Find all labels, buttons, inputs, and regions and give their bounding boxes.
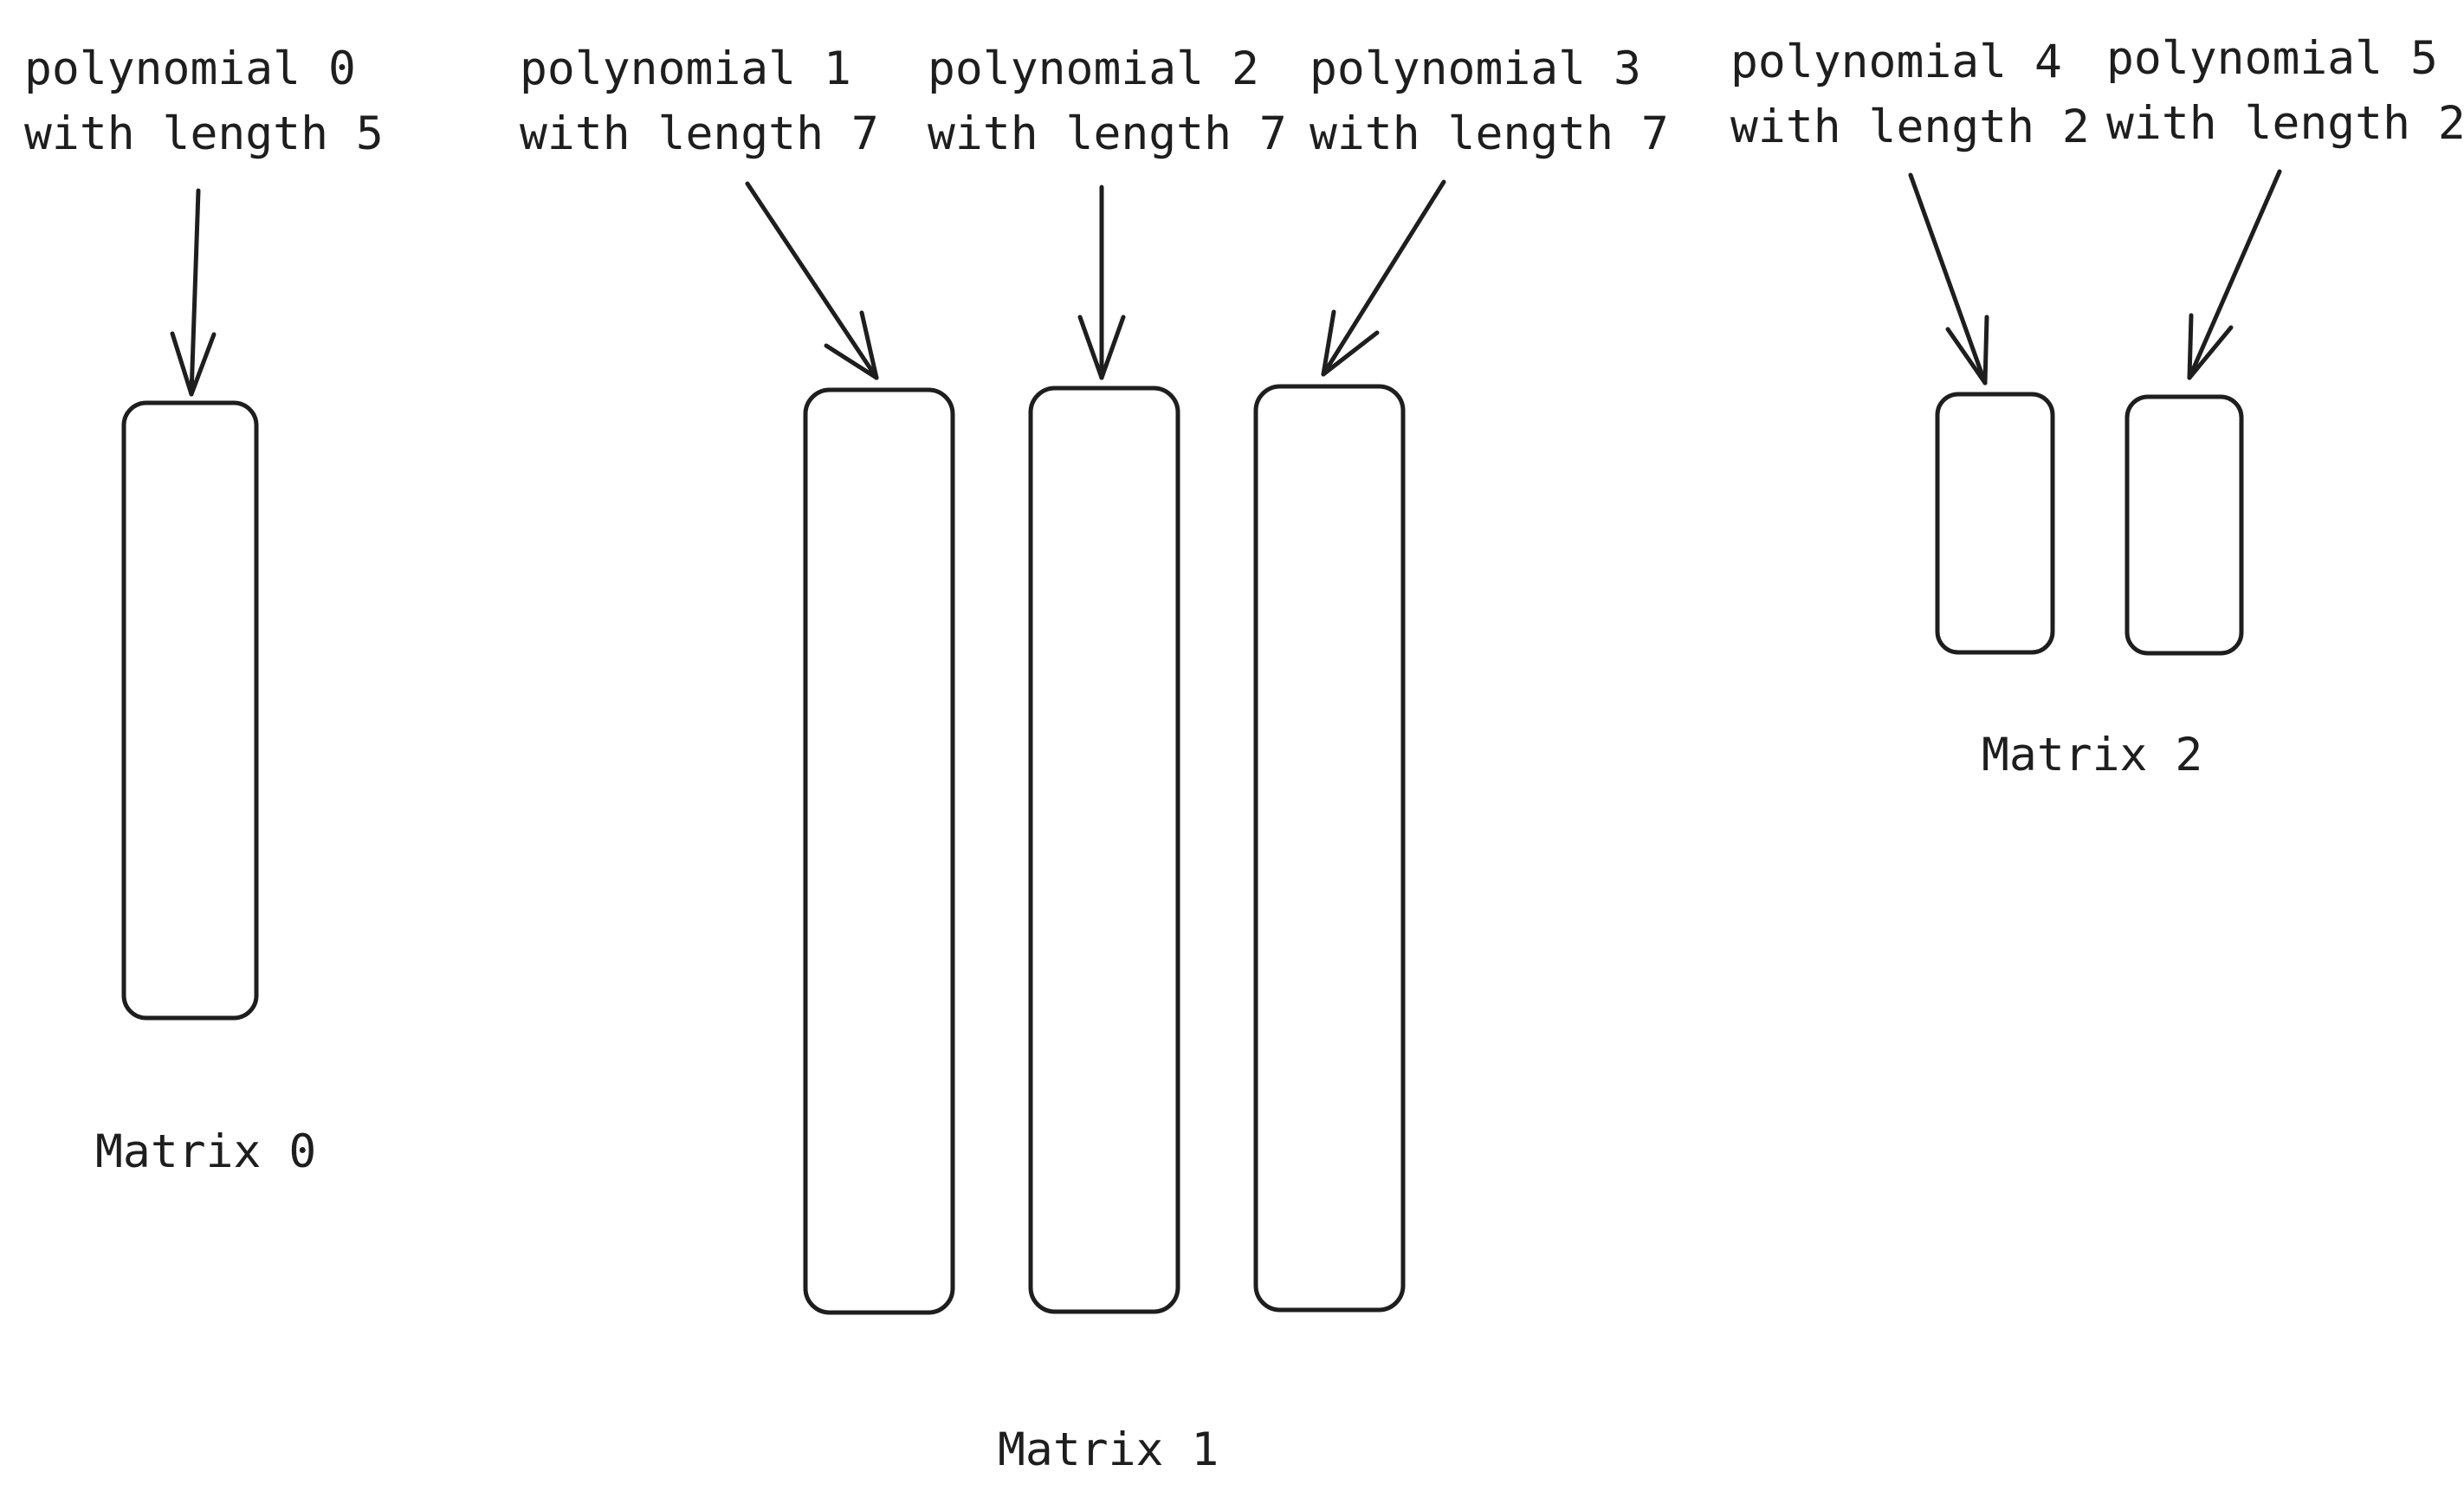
polynomial-2-length: with length 7 xyxy=(928,107,1287,160)
polynomial-0-box xyxy=(121,400,259,1021)
polynomial-1-label: polynomial 1 with length 7 xyxy=(520,36,879,166)
polynomial-3-arrow xyxy=(1321,179,1446,377)
polynomial-2-label: polynomial 2 with length 7 xyxy=(928,36,1287,166)
polynomial-3-label: polynomial 3 with length 7 xyxy=(1310,36,1669,166)
polynomial-1-length: with length 7 xyxy=(520,107,879,160)
polynomial-1-name: polynomial 1 xyxy=(520,42,851,95)
polynomial-0-arrow xyxy=(170,188,217,397)
polynomial-4-box xyxy=(1935,392,2055,655)
matrix-2-label: Matrix 2 xyxy=(1982,729,2203,781)
polynomial-2-box xyxy=(1028,386,1180,1314)
polynomial-2-name: polynomial 2 xyxy=(928,42,1259,95)
polynomial-3-name: polynomial 3 xyxy=(1310,42,1641,95)
polynomial-3-box xyxy=(1253,384,1406,1313)
polynomial-5-box xyxy=(2124,394,2244,656)
polynomial-3-length: with length 7 xyxy=(1310,107,1669,160)
polynomial-4-label: polynomial 4 with length 2 xyxy=(1730,29,2090,159)
matrix-0-label: Matrix 0 xyxy=(95,1125,317,1178)
matrix-1-label: Matrix 1 xyxy=(998,1423,1219,1476)
polynomial-0-name: polynomial 0 xyxy=(24,42,356,95)
polynomial-4-name: polynomial 4 xyxy=(1730,36,2062,88)
polynomial-5-label: polynomial 5 with length 2 xyxy=(2106,26,2464,156)
polynomial-5-length: with length 2 xyxy=(2106,97,2464,150)
polynomial-5-name: polynomial 5 xyxy=(2106,32,2438,85)
polynomial-0-length: with length 5 xyxy=(24,107,384,160)
polynomial-1-arrow xyxy=(745,181,879,380)
polynomial-1-box xyxy=(803,387,955,1315)
polynomial-5-arrow xyxy=(2187,169,2282,380)
polynomial-2-arrow xyxy=(1077,185,1126,380)
polynomial-0-label: polynomial 0 with length 5 xyxy=(24,36,384,166)
polynomial-4-length: with length 2 xyxy=(1730,100,2090,153)
polynomial-4-arrow xyxy=(1908,172,1989,386)
